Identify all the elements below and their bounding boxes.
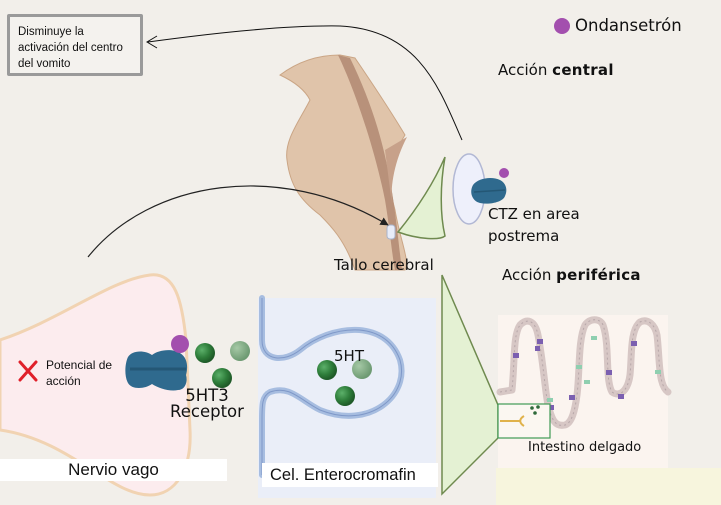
intestine-inset — [497, 403, 551, 439]
serotonin-molecule — [335, 386, 355, 406]
cell-membrane-edge — [261, 298, 402, 475]
brainstem-illustration — [279, 54, 407, 271]
serotonin-molecule — [317, 360, 337, 380]
serotonin-molecule — [352, 359, 372, 379]
action-potential-label: Potencial de acción — [46, 357, 112, 389]
bottom-panel — [496, 468, 721, 505]
serotonin-molecule — [195, 343, 215, 363]
action-potential-line: acción — [46, 374, 81, 388]
ctz-label-line: CTZ en area — [488, 205, 580, 223]
legend-ondansetron-dot — [554, 18, 570, 34]
vagus-ondansetron-molecule — [171, 335, 189, 353]
blocked-signal-icon — [18, 360, 38, 382]
central-action-emphasis: central — [552, 61, 614, 79]
action-potential-line: Potencial de — [46, 358, 113, 372]
arrow-head-vomit-center — [146, 35, 158, 49]
intestine-label: Intestino delgado — [528, 440, 642, 455]
ctz-ondansetron-molecule — [499, 168, 509, 178]
receptor-label: 5HT3 Receptor — [170, 386, 244, 421]
serotonin-label: 5HT — [334, 347, 364, 365]
vomit-center-note: Disminuye la activación del centro del v… — [7, 14, 143, 76]
legend-ondansetron-label: Ondansetrón — [575, 16, 682, 35]
zoom-cone — [441, 274, 499, 496]
receptor-label-line: Receptor — [170, 402, 244, 421]
ctz-label: CTZ en area postrema — [488, 203, 580, 247]
serotonin-molecule — [230, 341, 250, 361]
vagus-nerve-label: Nervio vago — [0, 459, 227, 481]
central-action-prefix: Acción — [498, 61, 553, 79]
ctz-5ht3-receptor — [471, 177, 507, 204]
vagus-5ht3-receptor — [125, 350, 188, 391]
receptor-label-line: 5HT3 — [185, 386, 229, 405]
ctz-wedge — [396, 156, 446, 240]
central-action-heading: Acción central — [498, 61, 614, 79]
enterochromaffin-label: Cel. Enterocromafin — [262, 463, 438, 487]
arrow-to-vomit-center — [147, 25, 463, 141]
note-line: del vomito — [18, 58, 71, 70]
peripheral-action-emphasis: periférica — [556, 266, 641, 284]
note-line: Disminuye la — [18, 26, 84, 38]
peripheral-action-prefix: Acción — [502, 266, 557, 284]
peripheral-action-heading: Acción periférica — [502, 266, 641, 284]
brainstem-label: Tallo cerebral — [334, 256, 434, 274]
serotonin-molecule — [212, 368, 232, 388]
note-line: activación del centro — [18, 42, 123, 54]
ctz-label-line: postrema — [488, 227, 560, 245]
arrow-to-brainstem — [87, 185, 389, 258]
